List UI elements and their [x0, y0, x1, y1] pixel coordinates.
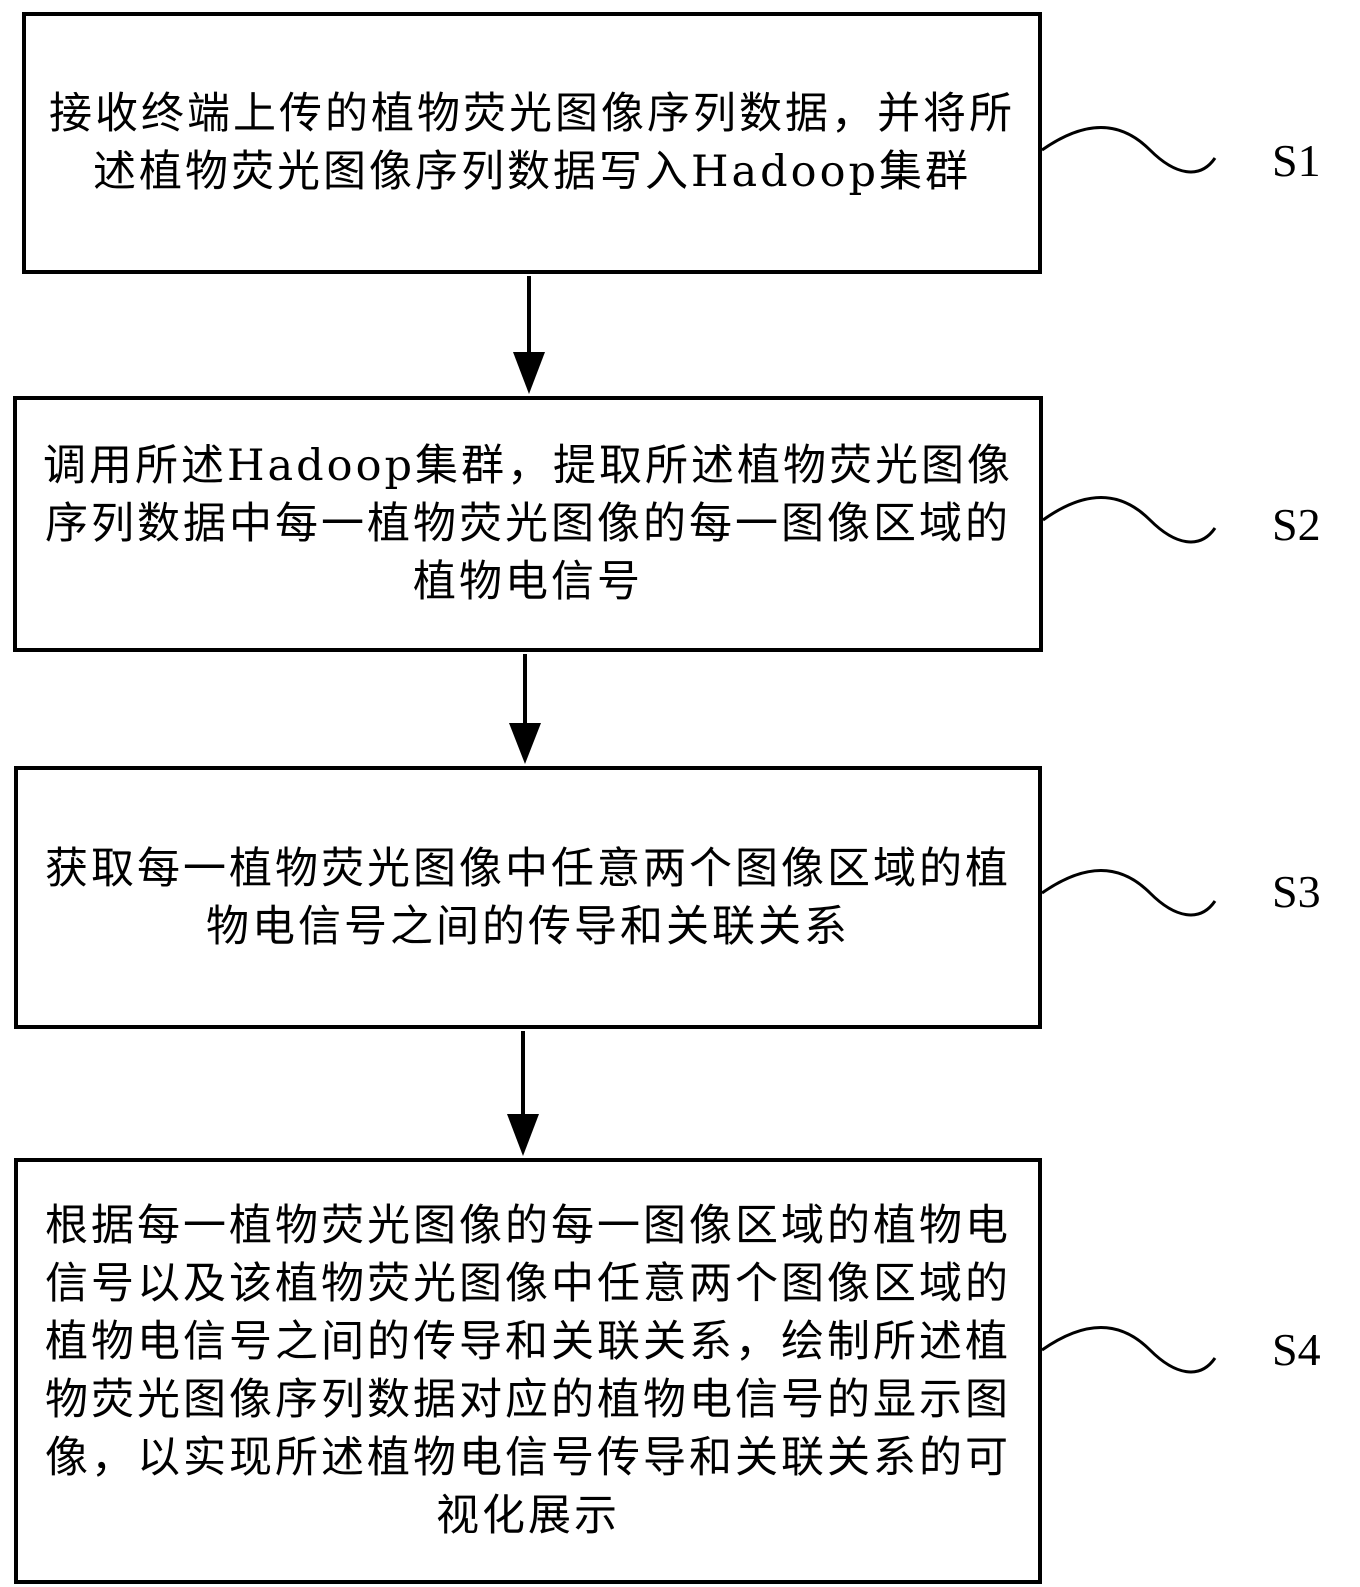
step-label-s3: S3: [1272, 866, 1321, 917]
step-text-s4: 根据每一植物荧光图像的每一图像区域的植物电信号以及该植物荧光图像中任意两个图像区…: [45, 1201, 1011, 1541]
step-text-s2: 调用所述Hadoop集群，提取所述植物荧光图像序列数据中每一植物荧光图像的每一图…: [43, 441, 1013, 607]
leader-line-s2: [1042, 496, 1217, 544]
step-text-s3: 获取每一植物荧光图像中任意两个图像区域的植物电信号之间的传导和关联关系: [45, 843, 1011, 952]
arrow-s1-to-s2: [513, 276, 545, 394]
step-box-s1: 接收终端上传的植物荧光图像序列数据，并将所述植物荧光图像序列数据写入Hadoop…: [22, 12, 1042, 274]
step-label-s4: S4: [1272, 1324, 1321, 1375]
leader-line-s1: [1041, 126, 1217, 174]
leader-line-s3: [1041, 869, 1217, 917]
leader-line-s4: [1041, 1326, 1217, 1374]
arrow-s2-to-s3: [509, 654, 541, 764]
step-box-s4: 根据每一植物荧光图像的每一图像区域的植物电信号以及该植物荧光图像中任意两个图像区…: [14, 1158, 1042, 1584]
arrow-s3-to-s4: [507, 1031, 539, 1156]
step-text-s1: 接收终端上传的植物荧光图像序列数据，并将所述植物荧光图像序列数据写入Hadoop…: [49, 89, 1015, 197]
step-label-s1: S1: [1272, 135, 1321, 186]
step-label-s2: S2: [1272, 499, 1321, 550]
step-box-s3: 获取每一植物荧光图像中任意两个图像区域的植物电信号之间的传导和关联关系: [14, 766, 1042, 1029]
step-box-s2: 调用所述Hadoop集群，提取所述植物荧光图像序列数据中每一植物荧光图像的每一图…: [13, 396, 1043, 652]
